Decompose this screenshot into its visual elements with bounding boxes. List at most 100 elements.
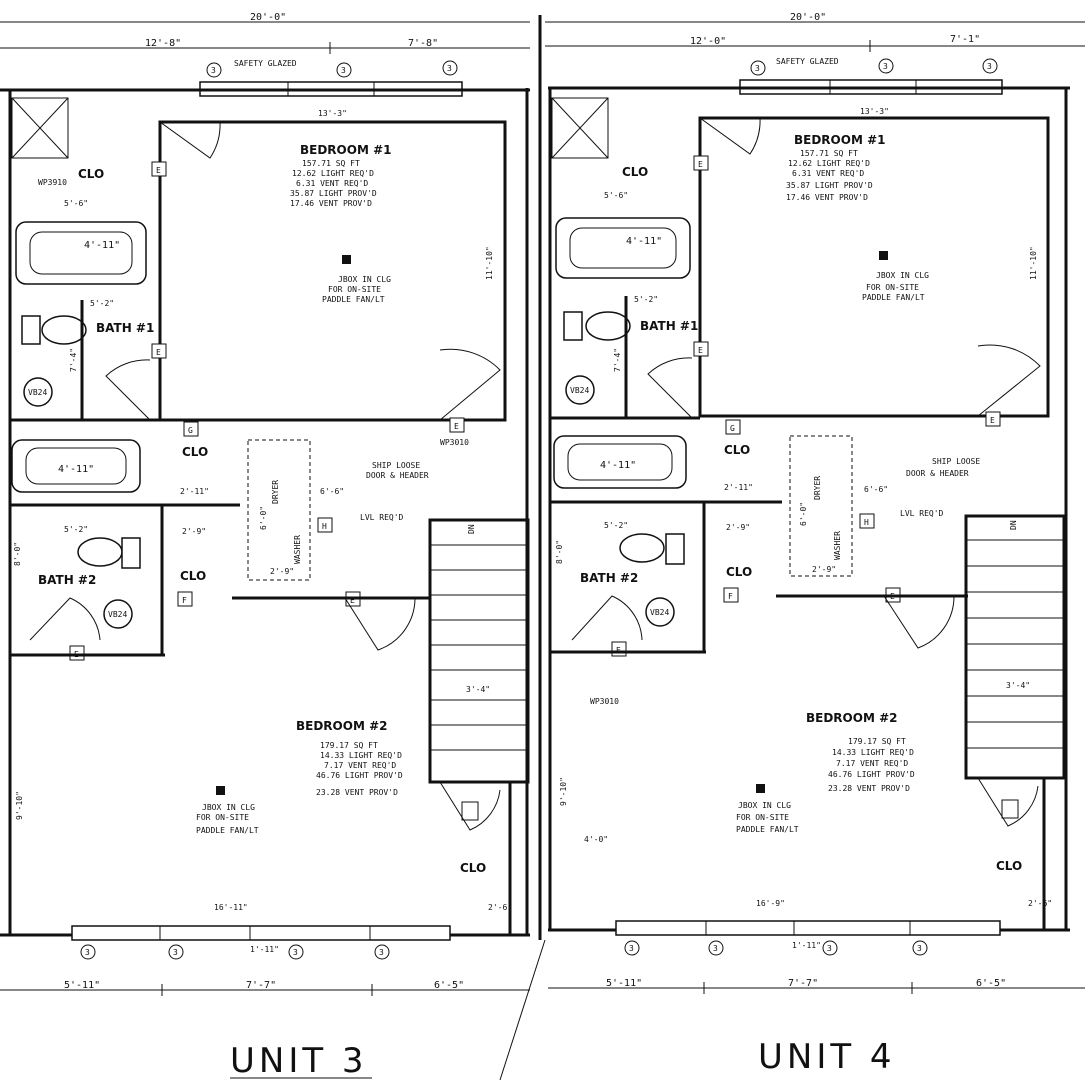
unit-4-title: UNIT 4: [758, 1037, 896, 1077]
svg-text:1'-11": 1'-11": [250, 945, 279, 954]
washer-dryer-closet: [247, 439, 311, 581]
svg-text:CLO: CLO: [996, 859, 1022, 873]
shower-stall: [11, 97, 69, 159]
top-dim-left: 12'-0": [690, 36, 726, 47]
svg-text:3: 3: [987, 62, 992, 71]
svg-text:14.33 LIGHT REQ'D: 14.33 LIGHT REQ'D: [320, 751, 402, 760]
exhaust-tag: [985, 411, 1001, 427]
bedroom-1-label: BEDROOM #1: [300, 143, 391, 157]
svg-text:46.76 LIGHT PROV'D: 46.76 LIGHT PROV'D: [316, 771, 403, 780]
svg-text:5'-2": 5'-2": [64, 525, 88, 534]
svg-text:6.31 VENT REQ'D: 6.31 VENT REQ'D: [792, 169, 864, 178]
door-swing: [699, 117, 761, 155]
svg-text:23.28 VENT PROV'D: 23.28 VENT PROV'D: [316, 788, 398, 797]
leader-line: [499, 939, 546, 1080]
bedroom-1-depth: 11'-10": [1029, 246, 1038, 280]
svg-text:5'-2": 5'-2": [90, 299, 114, 308]
unit-3-plan: 20'-0" 12'-8" 7'-8" 3 3 3 SAFETY GLAZED …: [0, 12, 530, 1080]
bedroom-1-walls: [158, 120, 507, 422]
bedroom-2-label: BEDROOM #2: [806, 711, 897, 725]
svg-text:2'-6": 2'-6": [488, 903, 512, 912]
svg-text:157.71 SQ FT: 157.71 SQ FT: [302, 159, 360, 168]
window-tag: [708, 940, 724, 956]
safety-glazed-note: SAFETY GLAZED: [776, 57, 839, 66]
svg-text:14.33 LIGHT REQ'D: 14.33 LIGHT REQ'D: [832, 748, 914, 757]
svg-text:3: 3: [85, 948, 90, 957]
bathtub: [555, 217, 691, 279]
svg-text:6'-5": 6'-5": [976, 978, 1006, 989]
window-tag: [168, 944, 184, 960]
bedroom-1-depth: 11'-10": [485, 246, 494, 280]
window-tag: [206, 62, 222, 78]
svg-text:5'-2": 5'-2": [604, 521, 628, 530]
svg-text:8'-0": 8'-0": [555, 540, 564, 564]
svg-text:WP3010: WP3010: [590, 697, 619, 706]
hvac-tag: [317, 517, 333, 533]
svg-text:E: E: [990, 416, 995, 425]
door-swing: [105, 359, 151, 421]
svg-text:6'-6": 6'-6": [320, 487, 344, 496]
svg-text:2'-9": 2'-9": [182, 527, 206, 536]
door-swing: [571, 595, 643, 641]
tub-dimension: 4'-11": [84, 240, 120, 251]
svg-text:6'-0": 6'-0": [799, 502, 808, 526]
bedroom-1-width: 13'-3": [860, 107, 889, 116]
svg-text:H: H: [322, 522, 327, 531]
window-tag: [624, 940, 640, 956]
svg-text:CLO: CLO: [182, 445, 208, 459]
window-tag: [336, 62, 352, 78]
svg-text:E: E: [156, 166, 161, 175]
jbox-symbol: [879, 251, 888, 260]
gfci-tag: [725, 419, 741, 435]
bedroom-2-width: 16'-9": [756, 899, 785, 908]
svg-text:2'-9": 2'-9": [812, 565, 836, 574]
svg-text:F: F: [728, 592, 733, 601]
top-dim-right: 7'-1": [950, 34, 980, 45]
bedroom-2-depth: 9'-10": [15, 791, 24, 820]
svg-text:23.28 VENT PROV'D: 23.28 VENT PROV'D: [828, 784, 910, 793]
svg-text:E: E: [698, 160, 703, 169]
toilet: [619, 533, 665, 563]
svg-text:E: E: [350, 596, 355, 605]
jbox-symbol: [216, 786, 225, 795]
svg-text:CLO: CLO: [726, 565, 752, 579]
gfci-tag: [183, 421, 199, 437]
svg-text:2'-9": 2'-9": [726, 523, 750, 532]
svg-text:DN: DN: [1009, 520, 1018, 530]
exhaust-tag: [693, 341, 709, 357]
svg-text:PADDLE FAN/LT: PADDLE FAN/LT: [736, 825, 799, 834]
exhaust-tag: [151, 161, 167, 177]
svg-text:5'-11": 5'-11": [64, 980, 100, 991]
bath-2-label: BATH #2: [38, 573, 96, 587]
svg-text:E: E: [698, 346, 703, 355]
svg-text:LVL REQ'D: LVL REQ'D: [360, 513, 404, 522]
svg-text:17.46 VENT PROV'D: 17.46 VENT PROV'D: [290, 199, 372, 208]
svg-text:PADDLE FAN/LT: PADDLE FAN/LT: [196, 826, 259, 835]
window-tag: [80, 944, 96, 960]
svg-text:5'-6": 5'-6": [604, 191, 628, 200]
svg-text:3: 3: [293, 948, 298, 957]
svg-text:FOR ON-SITE: FOR ON-SITE: [196, 813, 249, 822]
stair: [428, 518, 530, 784]
svg-text:179.17 SQ FT: 179.17 SQ FT: [848, 737, 906, 746]
vanity-sink: [565, 375, 595, 405]
bath-1-label: BATH #1: [96, 321, 154, 335]
svg-text:3: 3: [379, 948, 384, 957]
svg-text:3: 3: [917, 944, 922, 953]
svg-text:FOR ON-SITE: FOR ON-SITE: [736, 813, 789, 822]
vanity-sink: [645, 597, 675, 627]
window-tag: [912, 940, 928, 956]
svg-text:3: 3: [173, 948, 178, 957]
svg-text:3: 3: [629, 944, 634, 953]
window-tag: [982, 58, 998, 74]
bedroom-1-walls: [698, 116, 1050, 418]
fire-tag: [723, 587, 739, 603]
door-swing: [977, 777, 1039, 827]
bathtub: [15, 221, 147, 285]
svg-text:WP3010: WP3010: [440, 438, 469, 447]
svg-text:8'-0": 8'-0": [13, 542, 22, 566]
svg-text:17.46 VENT PROV'D: 17.46 VENT PROV'D: [786, 193, 868, 202]
exhaust-tag: [693, 155, 709, 171]
window-tag: [750, 60, 766, 76]
door-swing: [439, 348, 501, 421]
